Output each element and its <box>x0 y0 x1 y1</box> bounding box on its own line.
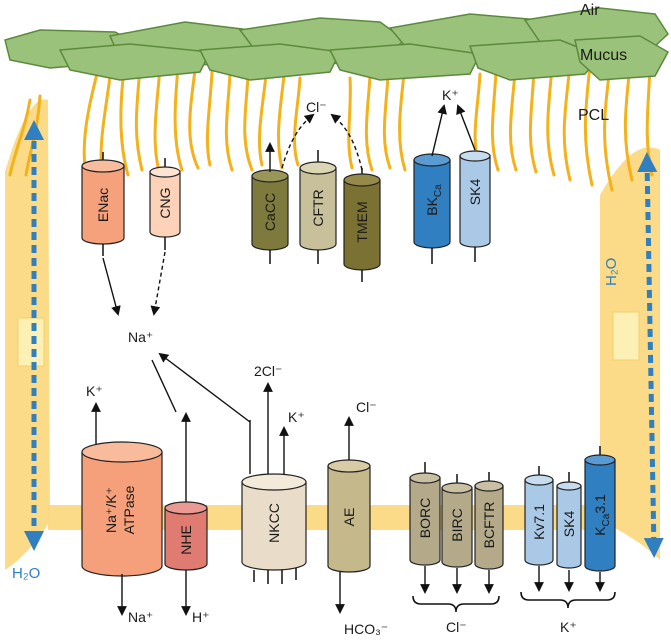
bcftr-channel: BCFTR <box>474 472 504 570</box>
apical-cl-ion: Cl⁻ <box>306 99 327 115</box>
air-label: Air <box>580 2 600 19</box>
kca31-channel: KCa3.1 <box>584 446 616 572</box>
nhe-exchanger: NHE <box>164 501 208 571</box>
kv71-label: Kv7.1 <box>531 504 547 540</box>
water-label-right: H₂O <box>603 258 620 286</box>
na-k-atpase-pump: Na⁺/K⁺ ATPase <box>81 441 163 577</box>
ae-hco3-ion: HCO₃⁻ <box>344 621 388 637</box>
atpase-na-ion: Na⁺ <box>128 609 153 625</box>
bcftr-label: BCFTR <box>481 502 497 549</box>
enac-channel: ENac <box>81 152 125 256</box>
basolateral-flux-arrows <box>91 352 616 616</box>
tmem-channel: TMEM <box>343 168 381 282</box>
atpase-label-line2: ATPase <box>121 485 137 534</box>
pcl-label: PCL <box>578 107 609 124</box>
sk4-basolateral-channel: SK4 <box>556 472 582 569</box>
cng-label: CNG <box>157 187 173 218</box>
atpase-label-line1: Na⁺/K⁺ <box>103 487 119 533</box>
ae-exchanger: AE <box>327 459 371 573</box>
nhe-label: NHE <box>178 525 194 555</box>
apical-k-ion: K⁺ <box>442 87 459 103</box>
cftr-channel: CFTR <box>299 150 337 264</box>
ae-cl-ion: Cl⁻ <box>356 399 377 415</box>
bkca-channel: BKCa <box>413 153 451 264</box>
borc-label: BORC <box>417 498 433 538</box>
cng-channel: CNG <box>149 158 181 250</box>
ae-label: AE <box>341 508 357 527</box>
kca31-label: KCa3.1 <box>592 494 612 536</box>
cftr-label: CFTR <box>310 189 326 226</box>
intracellular-na-ion: Na⁺ <box>128 329 153 345</box>
birc-channel: BIRC <box>441 474 473 568</box>
nkcc-label: NKCC <box>266 503 282 543</box>
kv71-channel: Kv7.1 <box>524 466 554 566</box>
birc-label: BIRC <box>449 508 465 541</box>
tmem-label: TMEM <box>354 201 370 242</box>
atpase-k-ion: K⁺ <box>86 383 103 399</box>
cacc-channel: CaCC <box>251 169 289 264</box>
nkcc-cotransporter: NKCC <box>241 473 307 584</box>
nkcc-k-ion: K⁺ <box>288 409 305 425</box>
group-k-ion: K⁺ <box>560 619 577 635</box>
water-flow-right <box>637 152 664 558</box>
nkcc-2cl-ion: 2Cl⁻ <box>254 363 282 379</box>
mucus-label: Mucus <box>580 47 627 64</box>
group-cl-ion: Cl⁻ <box>446 619 467 635</box>
sk4-apical-label: SK4 <box>467 179 483 206</box>
bkca-label: BKCa <box>424 184 444 216</box>
nhe-h-ion: H⁺ <box>192 609 210 625</box>
cacc-label: CaCC <box>262 193 278 231</box>
sk4-basolateral-label: SK4 <box>561 511 577 538</box>
enac-label: ENac <box>95 188 111 222</box>
sk4-apical-channel: SK4 <box>459 150 491 262</box>
water-label-left: H₂O <box>12 565 40 582</box>
mucus-layer <box>4 7 670 81</box>
borc-channel: BORC <box>409 462 441 566</box>
apical-flux-arrows <box>102 104 476 316</box>
